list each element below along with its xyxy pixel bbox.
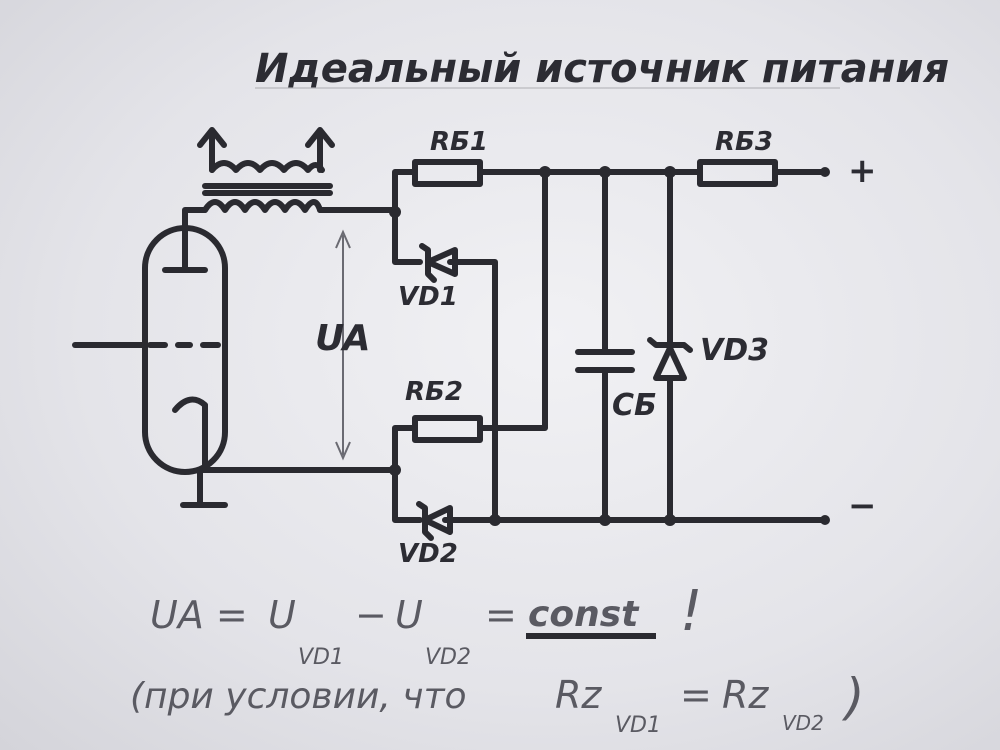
resistor-rb1 [412, 159, 483, 187]
label-vd1: VD1 [398, 282, 458, 312]
zener-diode-vd1 [419, 243, 458, 283]
formula-eq: = [485, 593, 517, 637]
output-plus: + [848, 151, 877, 191]
formula-u1-sub: VD1 [298, 645, 344, 670]
label-vd3: VD3 [700, 333, 769, 368]
formula-exclamation: ! [680, 579, 702, 644]
label-vd2: VD2 [398, 539, 458, 569]
formula-u2-sub: VD2 [425, 645, 471, 670]
formula-u1: U [268, 593, 296, 637]
transformer [197, 127, 335, 213]
formula-rz2-sub: VD2 [782, 711, 824, 735]
ground-symbol [180, 467, 228, 508]
formula-const: const [528, 594, 640, 635]
label-ua: UA [315, 318, 370, 359]
diagram-title: Идеальный источник питания [255, 46, 949, 92]
formula-rz1-sub: VD1 [615, 713, 661, 738]
formula-eq2: = [680, 673, 712, 717]
formula-condition: (при условии, что [130, 676, 467, 717]
resistor-rb2 [412, 415, 483, 443]
formula-rz1: Rz [555, 673, 602, 717]
zener-diode-vd3 [647, 169, 693, 523]
label-rb1: RБ1 [430, 127, 488, 157]
formula: UA = U VD1 − U VD2 = const ! (при услови… [130, 579, 865, 738]
capacitor-cb [575, 169, 635, 523]
voltage-arrow [335, 229, 351, 461]
formula-lhs: UA = [150, 593, 248, 637]
resistor-rb3 [697, 159, 778, 187]
formula-u2: U [395, 593, 423, 637]
formula-minus: − [355, 593, 387, 637]
formula-close-paren: ) [841, 668, 865, 726]
label-rb2: RБ2 [405, 377, 463, 407]
vacuum-tube [72, 207, 228, 475]
output-minus: − [848, 486, 877, 526]
label-cb: CБ [612, 388, 657, 423]
formula-rz2: Rz [722, 673, 769, 717]
zener-diode-vd2 [416, 501, 453, 541]
label-rb3: RБ3 [715, 127, 773, 157]
